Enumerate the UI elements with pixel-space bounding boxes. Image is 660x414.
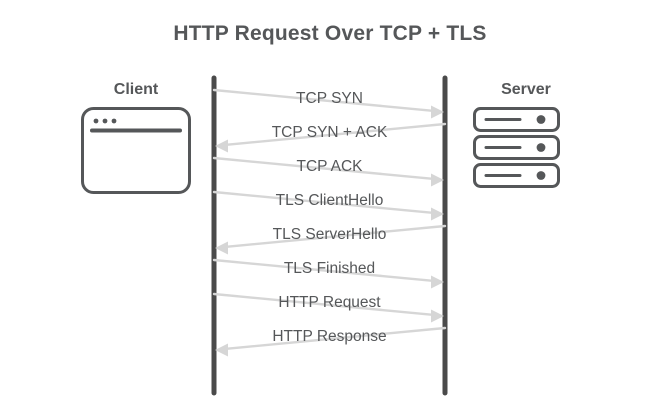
message-label: TCP ACK (296, 158, 363, 175)
message-arrow (215, 122, 447, 153)
arrowhead (431, 207, 444, 221)
arrowhead (431, 275, 444, 289)
arrowhead (215, 241, 228, 255)
server-actor-label: Server (501, 81, 551, 98)
arrowhead (431, 173, 444, 187)
message-arrow (212, 258, 444, 289)
server-rack-icon (473, 107, 560, 188)
message-label: TCP SYN + ACK (271, 124, 388, 141)
message-label: TLS ClientHello (275, 192, 384, 209)
message-label: HTTP Request (278, 294, 381, 311)
message-label: TLS Finished (283, 260, 376, 277)
arrowhead (431, 309, 444, 323)
message-arrow (212, 292, 444, 323)
message-label: HTTP Response (272, 328, 387, 345)
message-label: TLS ServerHello (272, 226, 387, 243)
message-arrow (215, 326, 447, 357)
message-arrow-layer (212, 88, 447, 357)
arrowhead (431, 105, 444, 119)
arrowhead (215, 343, 228, 357)
message-arrow (212, 156, 444, 187)
client-actor-label: Client (113, 81, 159, 98)
message-arrow (212, 190, 444, 221)
message-arrow (212, 88, 444, 119)
message-arrow (215, 224, 447, 255)
arrowhead (215, 139, 228, 153)
message-label: TCP SYN (296, 90, 363, 107)
browser-window-icon (81, 107, 191, 194)
page-title: HTTP Request Over TCP + TLS (173, 22, 487, 45)
